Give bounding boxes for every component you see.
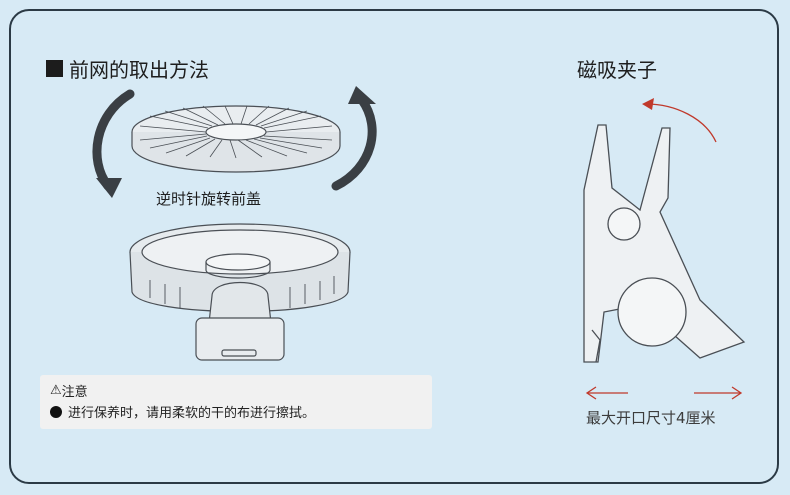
- front-grille-title: 前网的取出方法: [46, 54, 209, 83]
- square-bullet-icon: [46, 60, 63, 77]
- bullet-dot-icon: [50, 405, 62, 418]
- notice-heading-text: 注意: [61, 385, 88, 400]
- front-grille: [131, 105, 341, 173]
- opening-arrow-right: [694, 386, 743, 400]
- notice-box: ⚠ 注意 进行保养时，请用柔软的干的布进行擦拭。: [40, 375, 432, 429]
- opening-arrow-left: [585, 386, 628, 400]
- rotate-arrow-right: [331, 86, 377, 191]
- front-grille-title-text: 前网的取出方法: [69, 58, 209, 82]
- notice-body-text: 进行保养时，请用柔软的干的布进行擦拭。: [68, 406, 316, 421]
- magnetic-clip: [583, 124, 746, 363]
- notice-heading: ⚠ 注意: [50, 381, 88, 400]
- warning-icon: ⚠: [50, 383, 62, 398]
- clip-open-arrow: [642, 98, 717, 143]
- magnetic-clip-title: 磁吸夹子: [577, 58, 657, 82]
- rotate-instruction-label: 逆时针旋转前盖: [156, 190, 262, 208]
- fan-body: [129, 223, 351, 361]
- max-opening-label: 最大开口尺寸4厘米: [586, 409, 716, 427]
- rotate-arrow-left: [92, 89, 135, 198]
- notice-body: 进行保养时，请用柔软的干的布进行擦拭。: [50, 402, 315, 421]
